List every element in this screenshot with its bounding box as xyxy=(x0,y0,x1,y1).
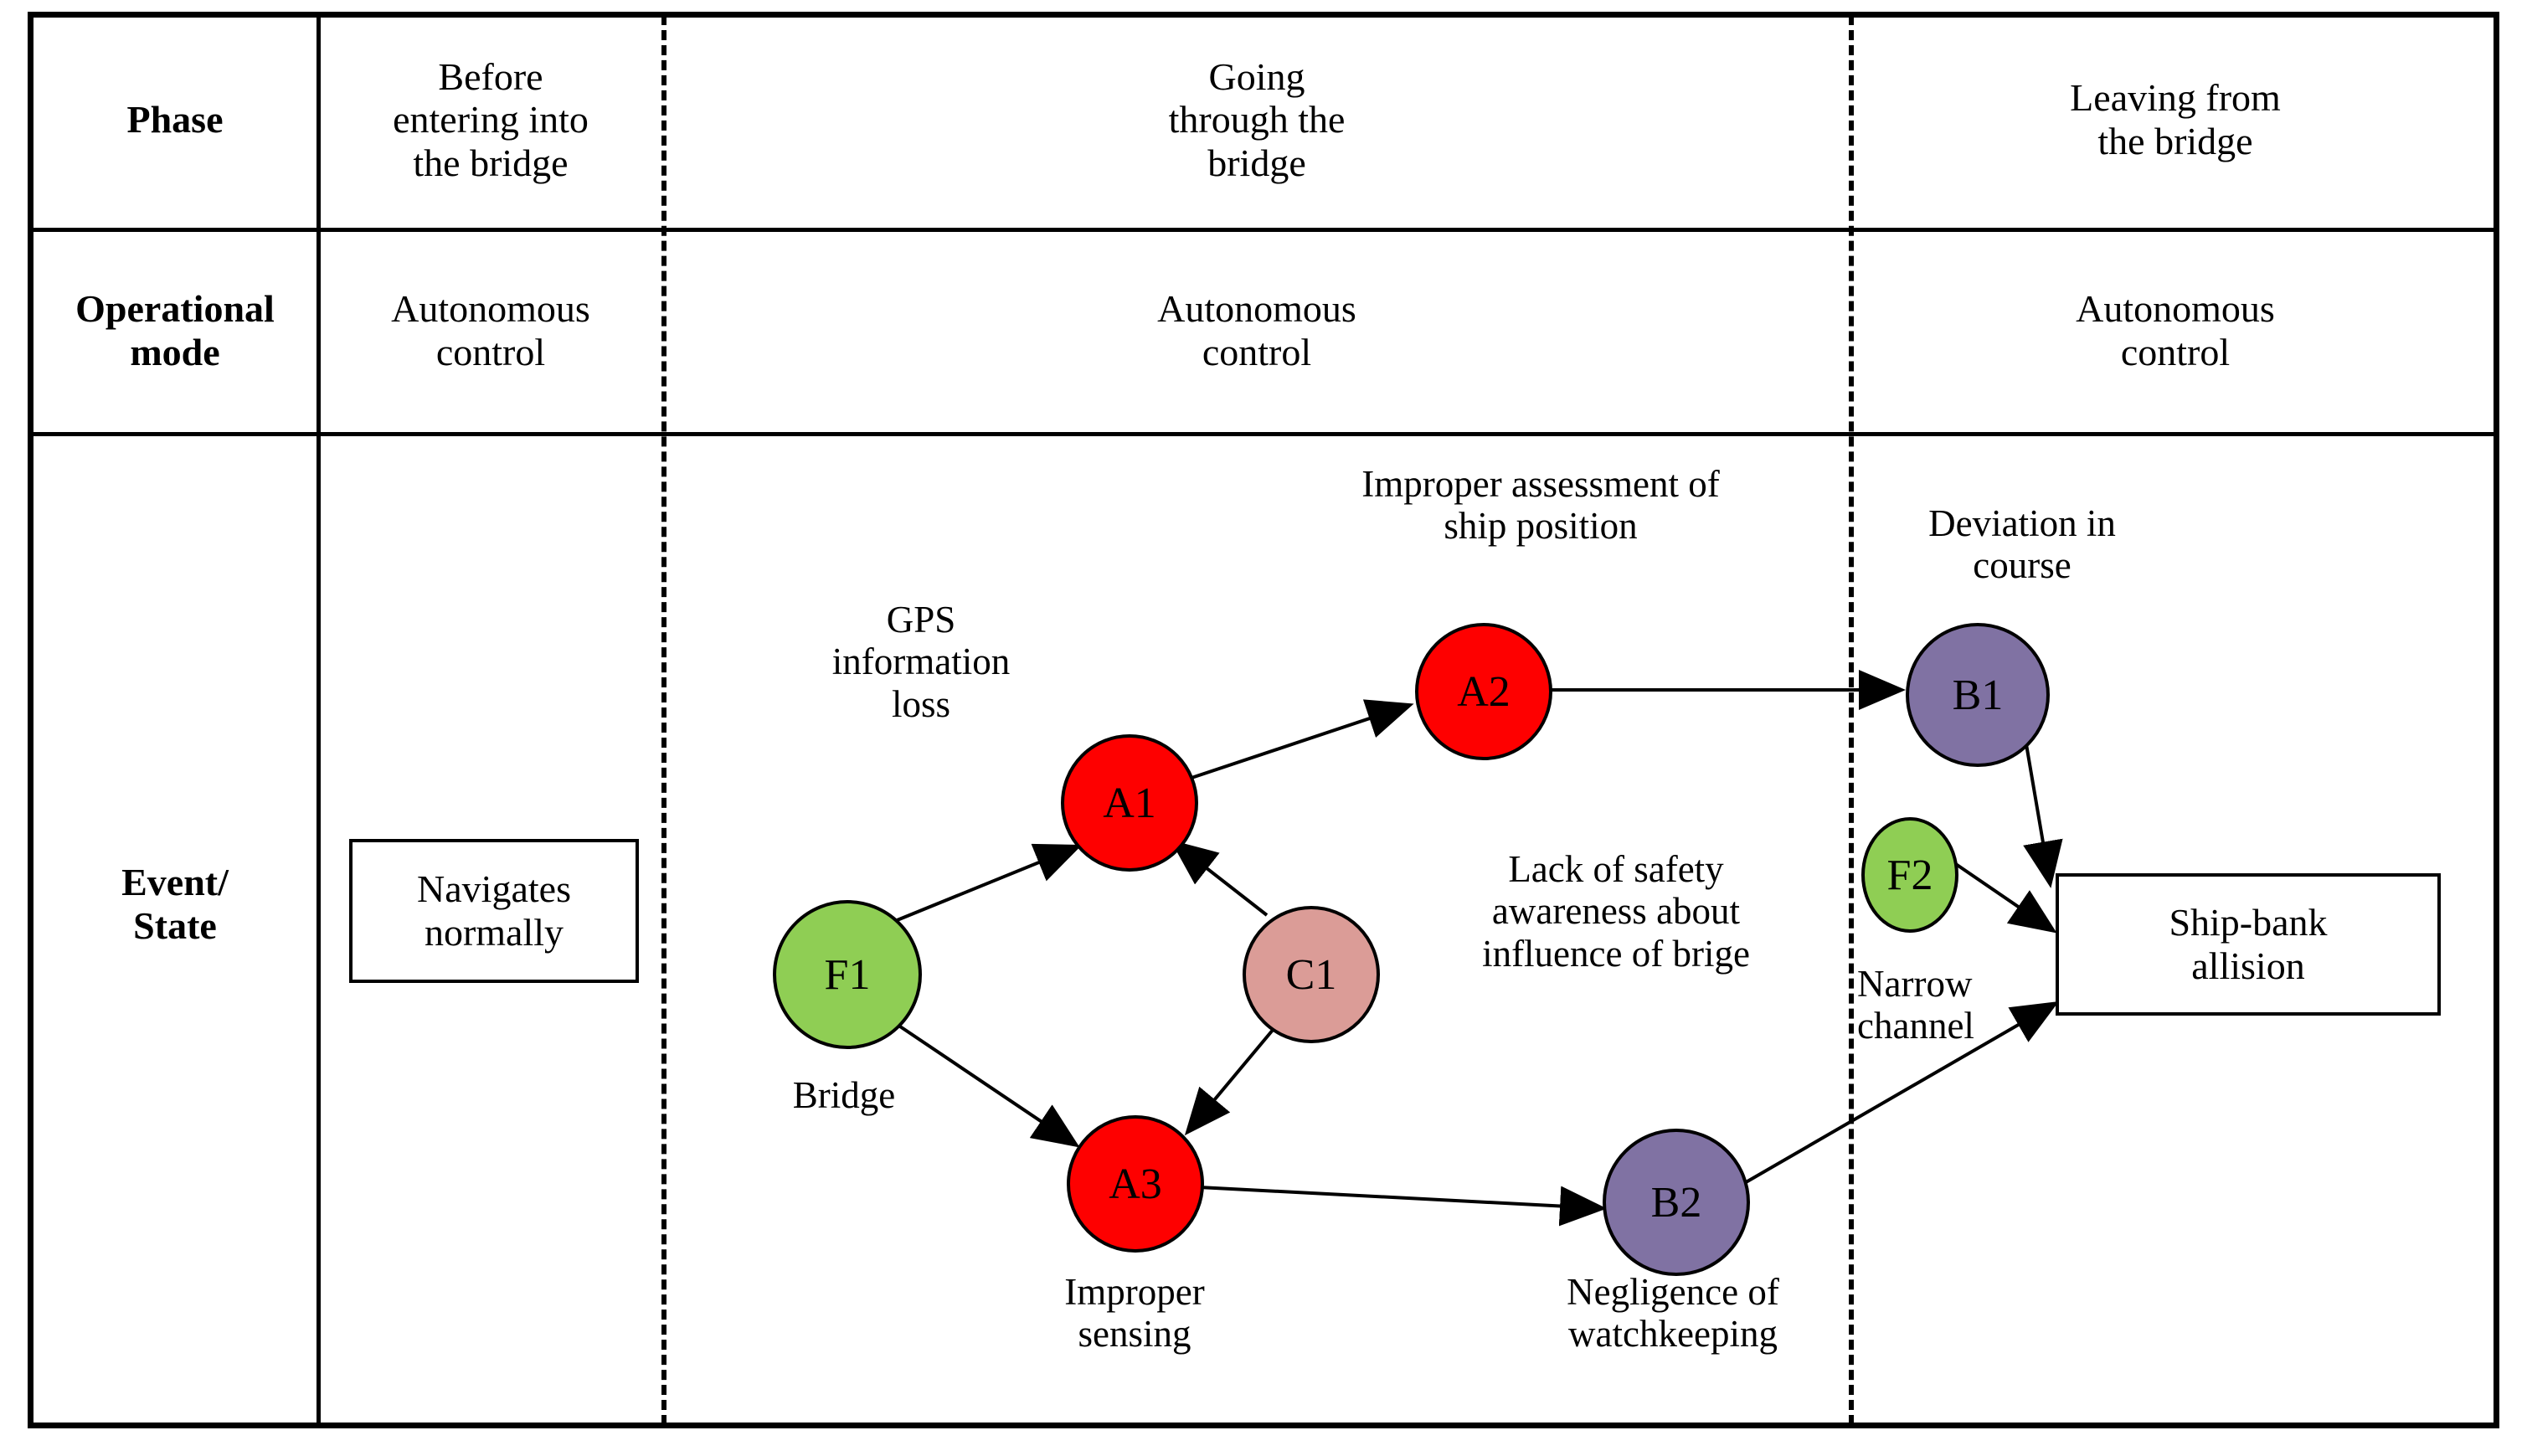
node-b1[interactable]: B1 xyxy=(1906,623,2050,767)
node-a2-caption: Improper assessment of ship position xyxy=(1248,463,1834,548)
node-sba-line1: Ship-bank xyxy=(2169,900,2328,944)
node-sba-line2: allision xyxy=(2191,944,2305,987)
phase-cell-col1: Before entering into the bridge xyxy=(322,15,660,224)
node-a2-caption-line2: ship position xyxy=(1444,505,1638,548)
row-header-operational-mode: Operational mode xyxy=(33,232,317,430)
mode-col2-line2: control xyxy=(1202,331,1312,373)
row-header-event-state: Event/ State xyxy=(33,821,317,988)
row-header-mode-line2: mode xyxy=(130,331,220,373)
row-header-phase: Phase xyxy=(33,15,317,224)
node-c1-caption: Lack of safety awareness about influence… xyxy=(1390,848,1842,975)
node-ship-bank-allision[interactable]: Ship-bank allision xyxy=(2056,873,2441,1016)
node-a3-caption-line1: Improper xyxy=(1064,1271,1205,1313)
node-navigates-normally[interactable]: Navigates normally xyxy=(349,839,639,983)
phase-col3-line1: Leaving from xyxy=(2070,76,2281,120)
node-b2-label: B2 xyxy=(1650,1178,1702,1227)
mode-col1-line2: control xyxy=(435,331,546,373)
node-a3-label: A3 xyxy=(1109,1160,1162,1208)
phase-col2-line2: through the xyxy=(1168,98,1346,141)
node-b1-caption: Deviation in course xyxy=(1867,502,2177,587)
node-a1-caption-line1: GPS xyxy=(886,599,956,641)
node-b1-caption-line2: course xyxy=(1973,544,2072,587)
node-c1-caption-line1: Lack of safety xyxy=(1508,848,1724,890)
node-a3[interactable]: A3 xyxy=(1067,1115,1204,1253)
node-f1-caption-line1: Bridge xyxy=(792,1074,896,1116)
node-b2-caption-line1: Negligence of xyxy=(1567,1271,1779,1313)
node-a2-caption-line1: Improper assessment of xyxy=(1361,463,1720,505)
row-header-event-line2: State xyxy=(133,904,217,947)
node-a1-label: A1 xyxy=(1103,779,1156,827)
node-f1[interactable]: F1 xyxy=(773,900,922,1049)
node-f2-caption-line2: channel xyxy=(1857,1005,1974,1047)
node-c1[interactable]: C1 xyxy=(1243,906,1380,1043)
node-a2-label: A2 xyxy=(1457,667,1511,716)
phase-col2-line1: Going xyxy=(1208,54,1305,98)
node-f2-caption: Narrow channel xyxy=(1857,963,2108,1047)
node-f2-caption-line1: Narrow xyxy=(1857,963,1973,1005)
phase-col1-line1: Before xyxy=(438,54,543,98)
phase-cell-col3: Leaving from the bridge xyxy=(1854,15,2497,224)
phase-cell-col2: Going through the bridge xyxy=(666,15,1847,224)
phase-divider-1 xyxy=(661,15,666,1425)
node-c1-caption-line2: awareness about xyxy=(1491,890,1741,933)
row-header-mode-line1: Operational xyxy=(75,287,275,331)
node-c1-label: C1 xyxy=(1285,950,1337,999)
row-header-event-line1: Event/ xyxy=(121,861,229,904)
mode-col3-line1: Autonomous xyxy=(2076,287,2275,331)
node-a1-caption-line3: loss xyxy=(891,682,951,725)
mode-cell-col3: Autonomous control xyxy=(1854,232,2497,430)
node-f1-label: F1 xyxy=(824,950,871,999)
row-divider-1 xyxy=(28,228,2499,232)
mode-col1-line1: Autonomous xyxy=(391,287,590,331)
node-a1[interactable]: A1 xyxy=(1061,734,1198,872)
node-a3-caption-line2: sensing xyxy=(1078,1313,1191,1356)
node-a2[interactable]: A2 xyxy=(1415,623,1552,760)
node-b1-caption-line1: Deviation in xyxy=(1928,502,2116,544)
mode-cell-col1: Autonomous control xyxy=(322,232,660,430)
node-b2-caption-line2: watchkeeping xyxy=(1568,1313,1778,1356)
node-nav-line2: normally xyxy=(424,911,564,954)
mode-col2-line1: Autonomous xyxy=(1157,287,1356,331)
row-header-phase-label: Phase xyxy=(126,98,224,141)
node-a1-caption-line2: information xyxy=(831,641,1011,683)
mode-cell-col2: Autonomous control xyxy=(666,232,1847,430)
phase-col3-line2: the bridge xyxy=(2097,120,2253,162)
node-b2-caption: Negligence of watchkeeping xyxy=(1480,1271,1866,1356)
node-a3-caption: Improper sensing xyxy=(1001,1271,1269,1356)
node-f2-label: F2 xyxy=(1886,851,1933,899)
node-nav-line1: Navigates xyxy=(417,867,571,910)
node-b2[interactable]: B2 xyxy=(1603,1129,1750,1276)
node-f1-caption: Bridge xyxy=(735,1074,953,1116)
node-a1-caption: GPS information loss xyxy=(783,599,1059,725)
mode-col3-line2: control xyxy=(2120,331,2231,373)
node-f2[interactable]: F2 xyxy=(1861,817,1958,933)
phase-col1-line2: entering into xyxy=(393,98,589,141)
col-divider-rowheader xyxy=(317,12,321,1428)
node-c1-caption-line3: influence of brige xyxy=(1482,932,1750,975)
node-b1-label: B1 xyxy=(1952,671,2004,719)
row-divider-2 xyxy=(28,432,2499,436)
phase-col1-line3: the bridge xyxy=(413,141,569,184)
phase-col2-line3: bridge xyxy=(1207,141,1306,184)
phase-divider-2 xyxy=(1849,15,1854,1425)
